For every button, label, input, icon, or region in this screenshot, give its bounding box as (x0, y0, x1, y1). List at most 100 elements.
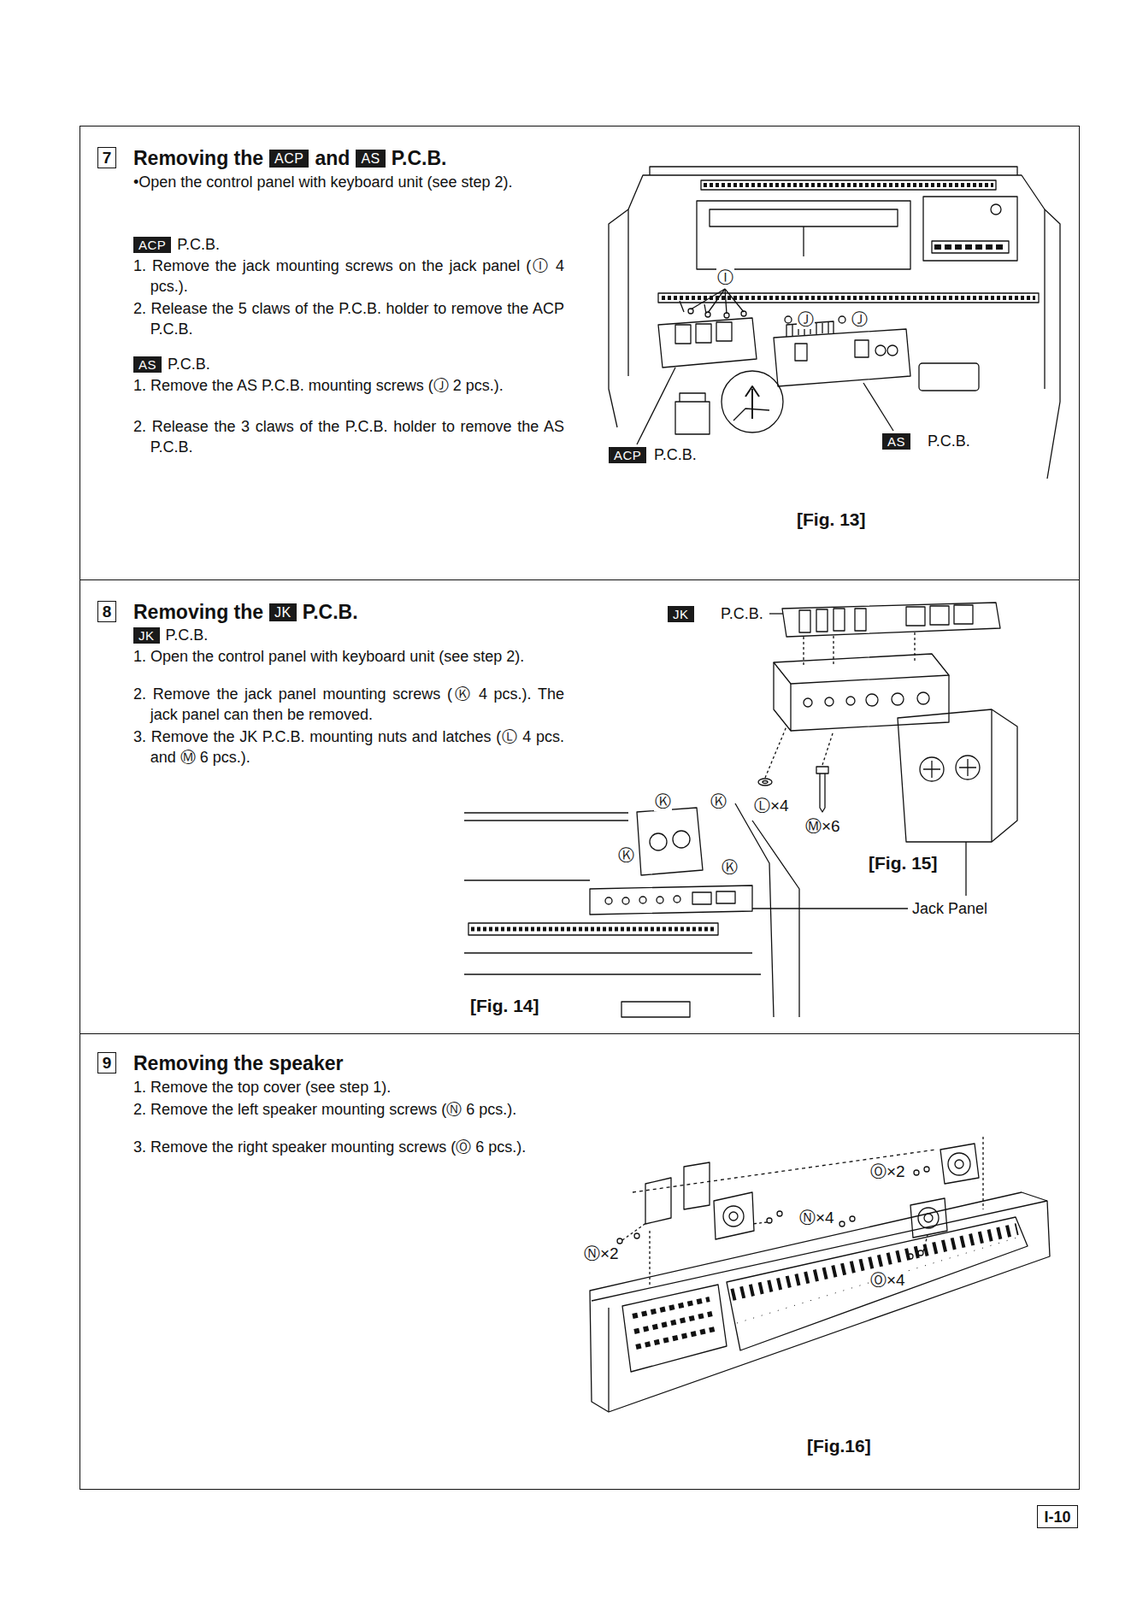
line-art (690, 288, 725, 310)
instruction-step: 1. Remove the top cover (see step 1). (133, 1077, 565, 1098)
text-row: ACPP.C.B. (133, 235, 220, 254)
board-tag: JK (269, 603, 297, 622)
line-art (766, 1218, 772, 1224)
screw-callout: Ⓚ (653, 792, 672, 812)
screw-callout: Ⓙ (796, 310, 815, 330)
text-block: 1. Remove the top cover (see step 1). (133, 1077, 565, 1098)
line-art (838, 316, 846, 324)
line-art (803, 698, 813, 707)
board-tag: JK (133, 627, 160, 644)
line-art (897, 709, 1018, 843)
instruction-step: 3. Remove the right speaker mounting scr… (133, 1136, 565, 1158)
line-art (723, 1206, 744, 1227)
line-art (731, 1229, 1018, 1296)
screw-callout: Ⓘ (716, 268, 735, 288)
line-art (863, 382, 894, 431)
step-number: 9 (97, 1052, 117, 1074)
line-art (923, 196, 1018, 261)
line-art (726, 1217, 1028, 1351)
line-art (795, 343, 808, 361)
screw-callout: Ⓝ×2 (583, 1244, 620, 1264)
line-art (608, 209, 629, 428)
line-art (833, 608, 845, 631)
line-art (607, 1307, 609, 1413)
section-heading: Removing the (133, 146, 264, 171)
line-art (786, 321, 834, 337)
line-art (955, 755, 980, 780)
step-number-text: 7 (102, 149, 112, 167)
line-art (464, 812, 629, 813)
line-art (924, 1166, 930, 1173)
line-art (636, 367, 676, 445)
line-art (854, 608, 866, 631)
note-text: P.C.B. (167, 354, 211, 374)
fig15-jack-board (758, 602, 1018, 896)
line-art (990, 204, 1002, 215)
line-art (931, 241, 1009, 254)
line-art (628, 175, 1045, 210)
section-heading: P.C.B. (391, 146, 448, 171)
part-name: Jack Panel (911, 899, 989, 919)
line-art (865, 694, 878, 707)
line-art (758, 778, 772, 786)
line-art (930, 606, 949, 625)
fig16-keyboard (589, 1136, 1050, 1413)
line-art (627, 209, 629, 377)
screw-callout: Ⓞ×4 (869, 1271, 907, 1291)
text-block: 2. Release the 5 claws of the P.C.B. hol… (133, 298, 565, 340)
board-tag: ACP (608, 447, 647, 464)
text-row: Removing theACPandASP.C.B. (133, 146, 448, 171)
line-art (777, 1211, 783, 1217)
line-art (917, 692, 930, 705)
step-number-text: 8 (102, 603, 112, 621)
line-art (716, 891, 736, 904)
instruction-step: 2. Release the 3 claws of the P.C.B. hol… (133, 416, 565, 458)
board-tag: ACP (133, 236, 171, 254)
text-block: 2. Release the 3 claws of the P.C.B. hol… (133, 416, 565, 458)
line-art (622, 1284, 727, 1373)
line-art (934, 244, 1007, 250)
line-art (918, 363, 979, 391)
step-panel: Removing the speaker1. Remove the top co… (79, 1033, 1080, 1491)
line-art (752, 820, 800, 1018)
line-art (773, 329, 911, 387)
line-art (910, 1198, 948, 1238)
section-heading: and (314, 146, 350, 171)
line-art (918, 1250, 924, 1256)
board-tag: AS (882, 433, 911, 450)
line-art (468, 923, 719, 936)
line-art (636, 807, 703, 876)
step-panel: Removing theJKP.C.B.JKP.C.B.1. Open the … (79, 579, 1080, 1035)
line-art (752, 1222, 767, 1225)
instruction-step: 2. Remove the jack panel mounting screws… (133, 683, 565, 725)
line-art (954, 605, 973, 625)
line-art (649, 833, 667, 851)
line-art (907, 1254, 914, 1260)
line-art (824, 697, 834, 707)
instruction-step: 3. Remove the JK P.C.B. mounting nuts an… (133, 726, 565, 768)
line-art (648, 1231, 650, 1287)
line-art (471, 927, 716, 932)
line-art (735, 803, 774, 1018)
step-panel: Removing theACPandASP.C.B.•Open the cont… (79, 125, 1080, 581)
step-number: 7 (97, 147, 117, 169)
line-art (799, 610, 811, 633)
line-art (919, 757, 944, 782)
instruction-step: 1. Remove the AS P.C.B. mounting screws … (133, 375, 565, 396)
line-art (875, 345, 886, 356)
line-art (721, 371, 784, 433)
line-art (924, 1213, 933, 1223)
fig14-chassis-corner (464, 803, 908, 1018)
line-art (784, 316, 792, 324)
line-art (906, 606, 925, 626)
line-art (990, 709, 992, 843)
line-art (622, 1222, 648, 1241)
line-art (716, 322, 732, 342)
line-art (632, 1299, 710, 1317)
line-art (887, 345, 898, 356)
line-art (849, 1216, 855, 1222)
line-art (464, 819, 629, 821)
note-text: P.C.B. (165, 625, 209, 645)
line-art (733, 408, 770, 421)
line-art (802, 226, 804, 257)
